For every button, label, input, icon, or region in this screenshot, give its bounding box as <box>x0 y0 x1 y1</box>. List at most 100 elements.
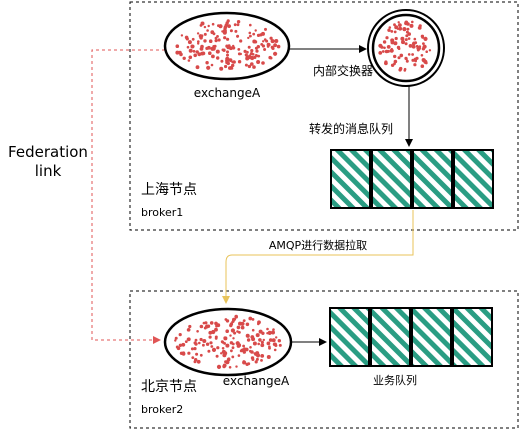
beijing-exchange-ellipse <box>163 307 293 377</box>
dot-fill <box>222 353 227 358</box>
dot-fill <box>186 337 190 341</box>
dot-fill <box>209 341 213 345</box>
dot-fill <box>268 338 273 342</box>
dot-fill <box>260 359 263 362</box>
dot-fill <box>215 354 219 358</box>
dot-fill <box>256 45 260 49</box>
dot-fill <box>181 342 186 347</box>
dot-fill <box>278 343 282 347</box>
dot-fill <box>215 49 220 54</box>
dot-fill <box>386 45 391 49</box>
dot-fill <box>394 25 399 30</box>
dot-fill <box>413 57 418 62</box>
federation-link-label-line2: link <box>35 162 62 180</box>
dot-fill <box>383 46 386 50</box>
dot-fill <box>394 36 398 41</box>
dot-fill <box>401 40 405 45</box>
dot-fill <box>393 23 396 27</box>
dot-fill <box>196 359 201 364</box>
dot-fill <box>247 45 251 49</box>
dot-fill <box>240 348 244 352</box>
dot-fill <box>275 336 278 339</box>
dot-fill <box>251 53 255 56</box>
dot-fill <box>245 55 250 59</box>
dot-fill <box>193 347 197 351</box>
dot-fill <box>215 324 219 328</box>
dot-fill <box>273 348 277 352</box>
dot-fill <box>240 325 245 330</box>
dot-fill <box>205 342 210 346</box>
dot-fill <box>174 339 177 342</box>
dot-fill <box>174 336 178 340</box>
dot-fill <box>405 30 409 34</box>
dot-fill <box>195 352 199 356</box>
beijing-exchange-label: exchangeA <box>223 374 290 388</box>
dot-fill <box>203 32 207 36</box>
dot-fill <box>226 53 229 57</box>
federation-link-label-line1: Federation <box>8 143 88 161</box>
dot-fill <box>273 51 278 56</box>
dot-fill <box>229 334 232 337</box>
dot-fill <box>255 49 259 53</box>
dot-fill <box>384 60 388 64</box>
dot-fill <box>225 329 229 334</box>
amqp-pull-line <box>222 210 414 304</box>
dot-fill <box>254 29 257 32</box>
dot-fill <box>397 47 401 50</box>
dot-fill <box>270 39 275 44</box>
dot-fill <box>261 31 265 36</box>
dot-fill <box>385 36 389 40</box>
dot-fill <box>236 23 240 27</box>
queue-cell <box>330 149 371 209</box>
dot-fill <box>269 56 273 60</box>
dot-fill <box>404 38 408 42</box>
dot-fill <box>199 324 204 329</box>
dot-fill <box>206 65 211 70</box>
dot-fill <box>251 358 255 361</box>
dot-fill <box>391 40 395 44</box>
dot-fill <box>400 36 405 41</box>
dot-fill <box>224 360 228 364</box>
dot-fill <box>261 44 265 48</box>
dot-fill <box>216 56 220 60</box>
dot-fill <box>211 329 216 335</box>
dot-fill <box>202 339 207 343</box>
dot-fill <box>235 316 238 319</box>
dot-fill <box>255 353 261 358</box>
dot-fill <box>246 334 250 338</box>
dot-fill <box>416 48 420 52</box>
amqp-label-background <box>259 237 376 253</box>
dot-fill <box>214 327 218 332</box>
dot-fill <box>261 61 265 65</box>
dot-fill <box>206 29 209 32</box>
dot-fill <box>197 42 200 45</box>
dot-fill <box>193 341 197 345</box>
shanghai-exchange-ellipse <box>163 11 291 81</box>
dot-fill <box>221 30 224 33</box>
dot-fill <box>181 352 186 356</box>
dot-fill <box>242 360 246 363</box>
dot-fill <box>413 37 417 41</box>
dot-fill <box>195 50 199 54</box>
dot-fill <box>402 27 407 32</box>
dot-fill <box>193 53 197 58</box>
dot-fill <box>231 319 235 323</box>
dot-fill <box>202 343 205 347</box>
dot-fill <box>227 44 231 48</box>
dot-fill <box>421 47 426 51</box>
dot-fill <box>271 330 275 335</box>
dot-fill <box>252 341 257 346</box>
dot-fill <box>234 29 238 33</box>
dot-fill <box>413 63 417 67</box>
dot-fill <box>218 24 223 29</box>
dot-fill <box>387 28 391 32</box>
dot-fill <box>378 43 383 48</box>
dot-fill <box>210 63 214 67</box>
dot-fill <box>187 59 191 62</box>
dot-fill <box>252 65 256 69</box>
dot-fill <box>249 346 252 349</box>
dot-fill <box>199 337 203 342</box>
dot-fill <box>197 40 200 43</box>
dot-fill <box>196 330 199 333</box>
dot-fill <box>205 46 209 51</box>
